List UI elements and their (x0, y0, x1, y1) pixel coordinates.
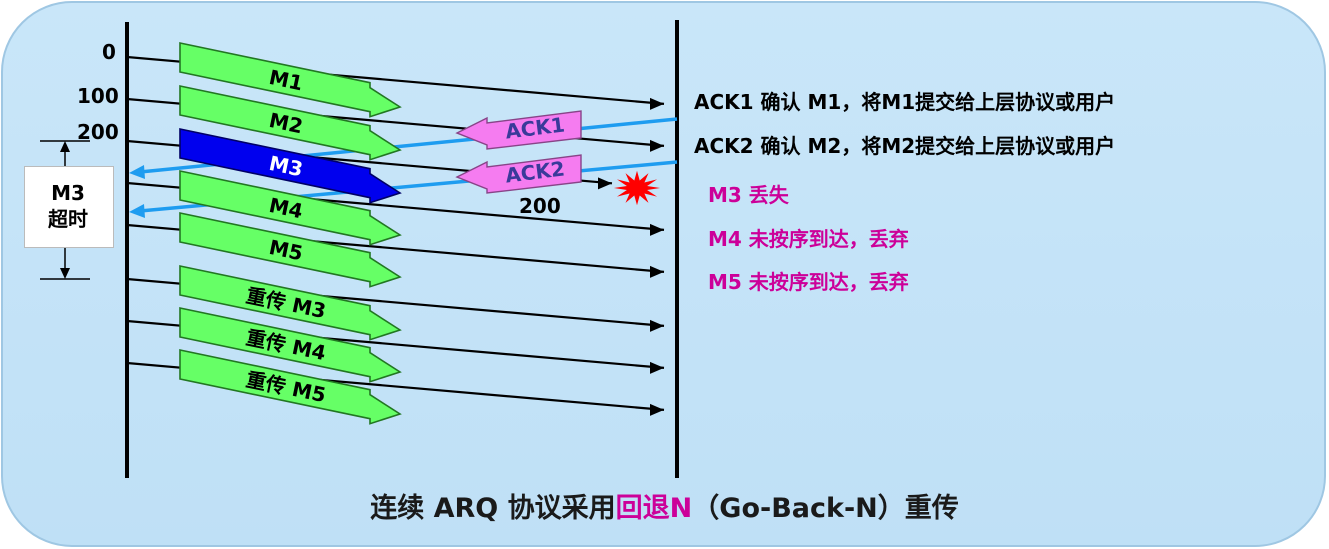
frame-arrowhead-4 (650, 223, 664, 236)
timeout-label: M3 超时 (24, 180, 112, 232)
frame-arrow-8 (179, 349, 402, 425)
timeout-label-frame: M3 (51, 181, 85, 205)
timeout-arrow-up (60, 141, 70, 152)
frame-arrow-3 (179, 128, 402, 204)
frame-arrow-6 (179, 265, 402, 341)
frame-arrow-5 (179, 212, 402, 288)
diagram-caption: 连续 ARQ 协议采用回退N（Go-Back-N）重传 (0, 493, 1329, 525)
frame-arrow-4 (179, 170, 402, 246)
loss-star-icon (613, 170, 661, 206)
caption-highlight: 回退N (615, 493, 693, 524)
frame-arrowhead-5 (650, 265, 664, 278)
caption-text-end: （Go-Back-N）重传 (692, 493, 959, 524)
frame-arrowhead-2 (650, 139, 664, 152)
ack-arrow-1 (455, 110, 582, 150)
receiver-note-m4-discarded: M4 未按序到达，丢弃 (708, 227, 909, 251)
time-tick-0: 0 (102, 40, 116, 64)
ack-arrow-2 (455, 154, 582, 194)
time-tick-200: 200 (77, 120, 119, 144)
frame-arrowhead-6 (650, 319, 664, 332)
frame-arrowhead-8 (650, 403, 664, 416)
receiver-note-ack2: ACK2 确认 M2，将M2提交给上层协议或用户 (694, 134, 1116, 158)
ack1-arrowhead (129, 165, 145, 179)
receiver-note-m3-lost: M3 丢失 (708, 183, 789, 207)
timeout-arrow-down (60, 268, 70, 279)
time-tick-100: 100 (77, 84, 119, 108)
timeout-box (24, 166, 114, 248)
frame-arrow-2 (179, 85, 402, 161)
caption-text: 连续 ARQ 协议采用 (370, 493, 616, 524)
frame-arrowhead-7 (650, 361, 664, 374)
receiver-note-m5-discarded: M5 未按序到达，丢弃 (708, 270, 909, 294)
frame-arrowhead-1 (650, 97, 664, 110)
ack2-arrowhead (129, 204, 145, 218)
frame-arrow-7 (179, 307, 402, 383)
timeout-label-text: 超时 (48, 207, 88, 231)
frame-arrowhead-3 (598, 177, 612, 190)
frame-arrow-1 (179, 42, 402, 118)
receiver-note-ack1: ACK1 确认 M1，将M1提交给上层协议或用户 (694, 90, 1116, 114)
ack2-note: 200 (519, 194, 561, 218)
